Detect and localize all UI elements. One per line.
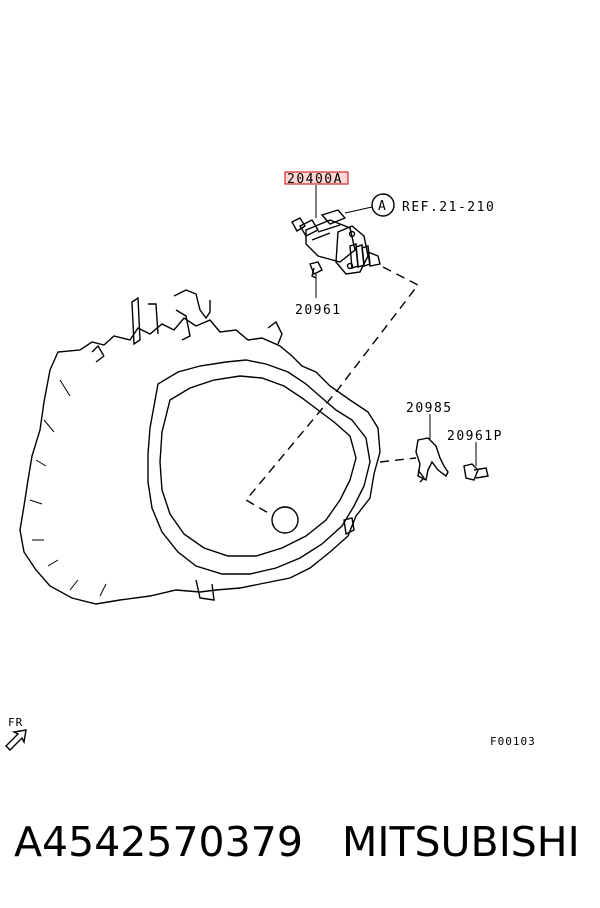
release-fork-drawing xyxy=(379,437,449,483)
transmission-housing xyxy=(19,289,381,605)
product-caption: A4542570379 MITSUBISHI xyxy=(14,812,594,872)
ref-text[interactable]: REF.21-210 xyxy=(402,200,495,215)
part-number: A4542570379 xyxy=(14,818,303,866)
front-label: FR xyxy=(8,716,23,729)
front-arrow-icon xyxy=(5,729,27,751)
caption-gap xyxy=(303,818,342,866)
ref-circle-letter: A xyxy=(378,199,387,214)
ref-circle-A[interactable]: A xyxy=(371,193,395,217)
fork-bolt-drawing xyxy=(463,463,489,481)
part-label-20400A-text: 20400A xyxy=(287,172,343,187)
part-label-20400A[interactable]: 20400A xyxy=(284,171,349,187)
figure-code: F00103 xyxy=(490,735,536,748)
front-direction-indicator: FR xyxy=(5,716,27,751)
part-label-20961[interactable]: 20961 xyxy=(295,303,342,318)
part-label-20961P[interactable]: 20961P xyxy=(447,429,503,444)
slave-cylinder-drawing xyxy=(291,209,381,279)
brand-name: MITSUBISHI xyxy=(342,818,580,866)
part-label-20985[interactable]: 20985 xyxy=(406,401,453,416)
